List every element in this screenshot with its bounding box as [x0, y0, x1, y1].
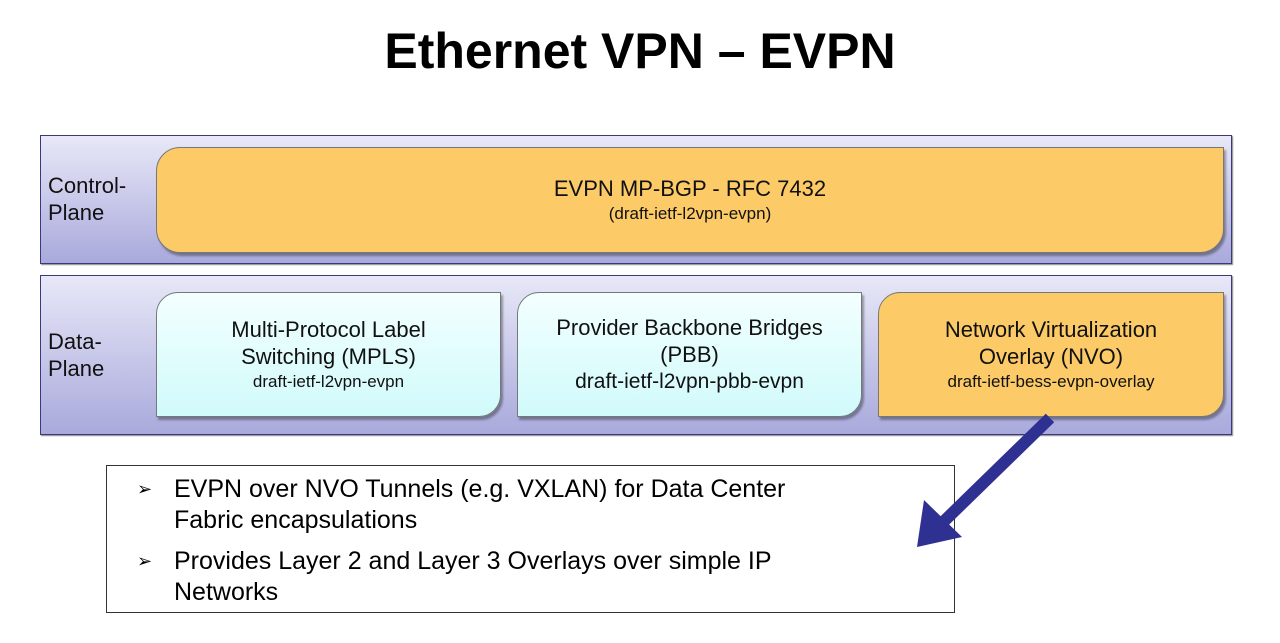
- mpls-box: Multi-Protocol Label Switching (MPLS) dr…: [156, 292, 501, 417]
- bullet-item: ➢ EVPN over NVO Tunnels (e.g. VXLAN) for …: [137, 474, 785, 536]
- label-line: Plane: [48, 200, 105, 225]
- box-draft: draft-ietf-l2vpn-evpn: [252, 371, 405, 391]
- bullet-item: ➢ Provides Layer 2 and Layer 3 Overlays o…: [137, 546, 772, 608]
- bullet-box: ➢ EVPN over NVO Tunnels (e.g. VXLAN) for …: [106, 465, 955, 613]
- label-line: Control-: [48, 173, 127, 198]
- arrow-bullet-icon: ➢: [137, 479, 153, 499]
- bullet-line: Networks: [174, 578, 279, 606]
- bullet-line: Provides Layer 2 and Layer 3 Overlays ov…: [174, 547, 772, 575]
- box-line: Multi-Protocol Label: [231, 316, 426, 342]
- evpn-bgp-box: EVPN MP-BGP - RFC 7432 (draft-ietf-l2vpn…: [156, 147, 1224, 253]
- label-line: Data-: [48, 329, 102, 354]
- control-plane-label: Control-Plane: [48, 172, 126, 226]
- nvo-box: Network Virtualization Overlay (NVO) dra…: [878, 292, 1224, 417]
- box-line: Overlay (NVO): [978, 343, 1124, 369]
- box-line: Network Virtualization: [944, 316, 1158, 342]
- box-draft: draft-ietf-l2vpn-pbb-evpn: [575, 370, 804, 393]
- label-line: Plane: [48, 356, 105, 381]
- bullet-line: EVPN over NVO Tunnels (e.g. VXLAN) for D…: [174, 475, 786, 503]
- data-plane-label: Data-Plane: [48, 328, 104, 382]
- box-line: Provider Backbone Bridges: [556, 315, 823, 340]
- box-line: Switching (MPLS): [241, 343, 416, 369]
- box-subtitle: (draft-ietf-l2vpn-evpn): [608, 203, 772, 223]
- box-line: (PBB): [660, 342, 719, 367]
- bullet-line: Fabric encapsulations: [174, 506, 418, 534]
- pbb-box: Provider Backbone Bridges (PBB) draft-ie…: [517, 292, 862, 417]
- page-title: Ethernet VPN – EVPN: [384, 23, 896, 79]
- arrow-bullet-icon: ➢: [137, 551, 153, 571]
- box-title: EVPN MP-BGP - RFC 7432: [553, 175, 827, 201]
- box-draft: draft-ietf-bess-evpn-overlay: [947, 371, 1155, 391]
